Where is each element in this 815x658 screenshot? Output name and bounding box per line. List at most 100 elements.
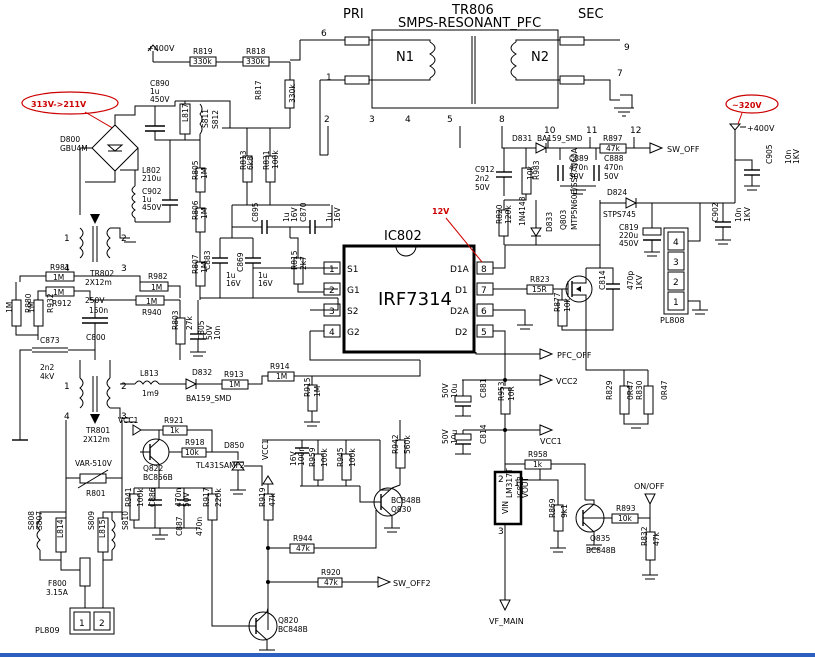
pl808-ref: PL808 (660, 316, 685, 325)
tr806-pin-2: 2 (324, 115, 330, 125)
d800-ref: D800 (60, 135, 80, 144)
r919-value: 47k (268, 492, 277, 507)
pri-label: PRI (343, 7, 364, 22)
q830-part: BC848B (391, 496, 421, 505)
ic828-lm317: LM317T IC828 VOUT VIN 2 1 3 VF_MAIN R958… (489, 450, 586, 626)
c873-ref: C873 (40, 336, 60, 345)
pl808-pin1: 1 (673, 298, 679, 308)
r803-c805-l813-d832: R803 27k C805 50V 10n L813 1m9 D832 BA15… (120, 300, 421, 427)
q803-part: MTP5N60E/SSP7N60A (570, 147, 579, 230)
c814b-ref: C814 (479, 424, 488, 444)
d824-part: STPS745 (603, 210, 636, 219)
input-resistor-bank: R981 1M 1M R912 R982 1M 1M R940 1M R880 … (5, 263, 181, 340)
svg-text:2: 2 (121, 234, 127, 244)
d850-ref: D850 (224, 441, 244, 450)
c883-c869-r815: C883 1u 16V C869 1u 16V R815 2k7 (200, 237, 338, 299)
d831-icon (535, 142, 548, 154)
tr801-ref: TR801 (85, 426, 110, 435)
tr802: 1 4 2 3 TR802 2X12m (64, 214, 136, 287)
ic802-pin2-num: 2 (329, 286, 335, 296)
r945-ref: R945 (336, 447, 345, 467)
tr802-ref: TR802 (89, 269, 114, 278)
r932-ref: R932 (46, 293, 55, 313)
r831-value: 100k (271, 150, 280, 169)
r823-ref: R823 (530, 275, 550, 284)
r807-ref: R807 (191, 254, 200, 274)
q822-part: BC856B (143, 473, 173, 482)
r912-ref: R912 (52, 299, 72, 308)
transformer-tr806: PRI TR806 SMPS-RESONANT_PFC SEC N1 N2 6 … (321, 3, 641, 136)
d832-icon (185, 378, 198, 390)
annotation-input-voltage: 313V->211V (31, 100, 87, 109)
d833-ref: D833 (545, 212, 554, 232)
ic802-pin6-name: D2A (450, 307, 470, 317)
r877-ref: R877 (553, 292, 562, 312)
r913-ref: R913 (224, 370, 244, 379)
ic802-ref: IC802 (384, 229, 422, 244)
d833-icon (530, 227, 542, 237)
d850-part: TL431SAMF2 (195, 461, 245, 470)
tr806-pin-10: 10 (544, 126, 556, 136)
r893-ref: R893 (616, 504, 636, 513)
vcc1-b-net: VCC1 (261, 439, 270, 460)
d800-part: GBU4M (60, 144, 88, 153)
tr806-pin-4: 4 (405, 115, 411, 125)
d824-ref: D824 (607, 188, 627, 197)
q830: BC848B Q830 (359, 484, 421, 533)
vcc1-c-net: VCC1 (540, 437, 562, 446)
ic802-pin5-name: D2 (455, 328, 468, 338)
s808-ref: S808 (27, 511, 36, 530)
r880-value: 1M (5, 302, 14, 313)
r981-value: 1M (53, 273, 64, 282)
c888-voltage: 50V (604, 172, 620, 181)
c870-value: 1u (325, 212, 334, 222)
annotation-ellipse-right (725, 94, 779, 114)
r914-ref: R914 (270, 362, 290, 371)
svg-text:1: 1 (64, 382, 70, 392)
c886-value: 470n (174, 488, 183, 507)
vcc2-net: VCC2 (556, 377, 578, 386)
svg-text:4: 4 (64, 264, 70, 274)
tr802-value: 2X12m (85, 278, 112, 287)
r806-value: 1M (200, 208, 209, 219)
ic802-pin8-num: 8 (481, 265, 487, 275)
v400-left-net: +400V (147, 44, 175, 53)
vf-main-arrow (499, 599, 511, 612)
s809-ref: S809 (87, 511, 96, 530)
r877-value: 10k (563, 297, 572, 312)
r817-ref: R817 (254, 80, 263, 100)
svg-text:1: 1 (514, 479, 520, 489)
tr806-pin-12: 12 (630, 126, 641, 136)
c890-value: 1u (150, 87, 160, 96)
r830-value: 0R47 (660, 380, 669, 400)
r953-ref: R953 (497, 381, 506, 401)
c805-ref: C805 (197, 320, 206, 340)
q820-ref: Q820 (278, 616, 298, 625)
pl808-pin2: 2 (673, 278, 679, 288)
r941-value: 100k (136, 488, 145, 507)
r832-value: 47k (652, 531, 661, 546)
r944-r920-q820: R944 47k R920 47k SW_OFF2 Q820 BC848B (211, 510, 431, 651)
r801-ref: R801 (86, 489, 106, 498)
r869-value: 9k1 (560, 504, 569, 518)
tr806-pin9-box (559, 36, 585, 46)
c890: C890 1u 450V (145, 79, 176, 141)
vcc2-rail: VCC2 R953 10R VCC1 (462, 374, 578, 470)
c870-ref: C870 (299, 202, 308, 222)
r983-value: 10k (526, 165, 535, 180)
r820-d833: R820 120k 1N4148 D833 (495, 196, 554, 245)
svg-text:4: 4 (64, 412, 70, 422)
ic802-pin1-name: S1 (347, 265, 358, 275)
vcc1-b-arrow (262, 475, 274, 485)
c889-voltage: 50V (569, 172, 585, 181)
tr806-pin-1: 1 (326, 73, 332, 83)
r920-value: 47k (324, 578, 339, 587)
c889-value: 470n (569, 163, 588, 172)
r914-value: 1M (276, 372, 287, 381)
pl808-pin4: 4 (673, 238, 679, 248)
l813-coil (134, 380, 160, 385)
ic802-pin6-num: 6 (481, 307, 487, 317)
svg-text:2: 2 (99, 619, 105, 629)
c902b-voltage: 1KV (743, 206, 752, 222)
